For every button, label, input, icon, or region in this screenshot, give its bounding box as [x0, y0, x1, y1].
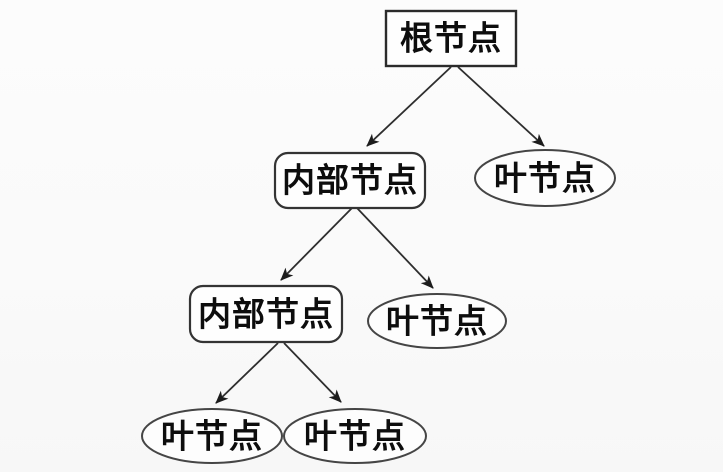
edge-internal-1-to-internal-2 — [280, 207, 353, 281]
leaf-3-node-ellipse — [141, 408, 283, 464]
node-root: 根节点 — [384, 9, 518, 68]
leaf-4-node-ellipse — [283, 408, 427, 464]
internal-1-node-label: 内部节点 — [282, 161, 418, 200]
leaf-1-node-ellipse — [474, 149, 616, 207]
leaf-3-node-label: 叶节点 — [161, 417, 263, 456]
edge-internal-2-to-leaf-3 — [215, 342, 279, 404]
leaf-2-node-label: 叶节点 — [386, 302, 488, 341]
edge-root-to-leaf-1 — [457, 66, 545, 147]
internal-2-node-box — [188, 284, 344, 344]
node-leaf-1: 叶节点 — [474, 149, 616, 207]
node-leaf-2: 叶节点 — [367, 293, 507, 349]
node-leaf-3: 叶节点 — [141, 408, 283, 464]
node-leaf-4: 叶节点 — [283, 408, 427, 464]
root-node-box — [384, 9, 518, 68]
edge-root-to-internal-1 — [366, 66, 452, 147]
edge-group — [215, 66, 545, 404]
node-internal-2: 内部节点 — [188, 284, 344, 344]
leaf-1-node-label: 叶节点 — [494, 159, 596, 198]
edge-internal-2-to-leaf-4 — [283, 342, 342, 403]
leaf-4-node-label: 叶节点 — [304, 417, 406, 456]
internal-2-node-label: 内部节点 — [198, 295, 334, 334]
internal-1-node-box — [273, 151, 427, 210]
leaf-2-node-ellipse — [367, 293, 507, 349]
root-node-label: 根节点 — [400, 19, 502, 58]
edge-internal-1-to-leaf-2 — [356, 207, 434, 289]
node-internal-1: 内部节点 — [273, 151, 427, 210]
